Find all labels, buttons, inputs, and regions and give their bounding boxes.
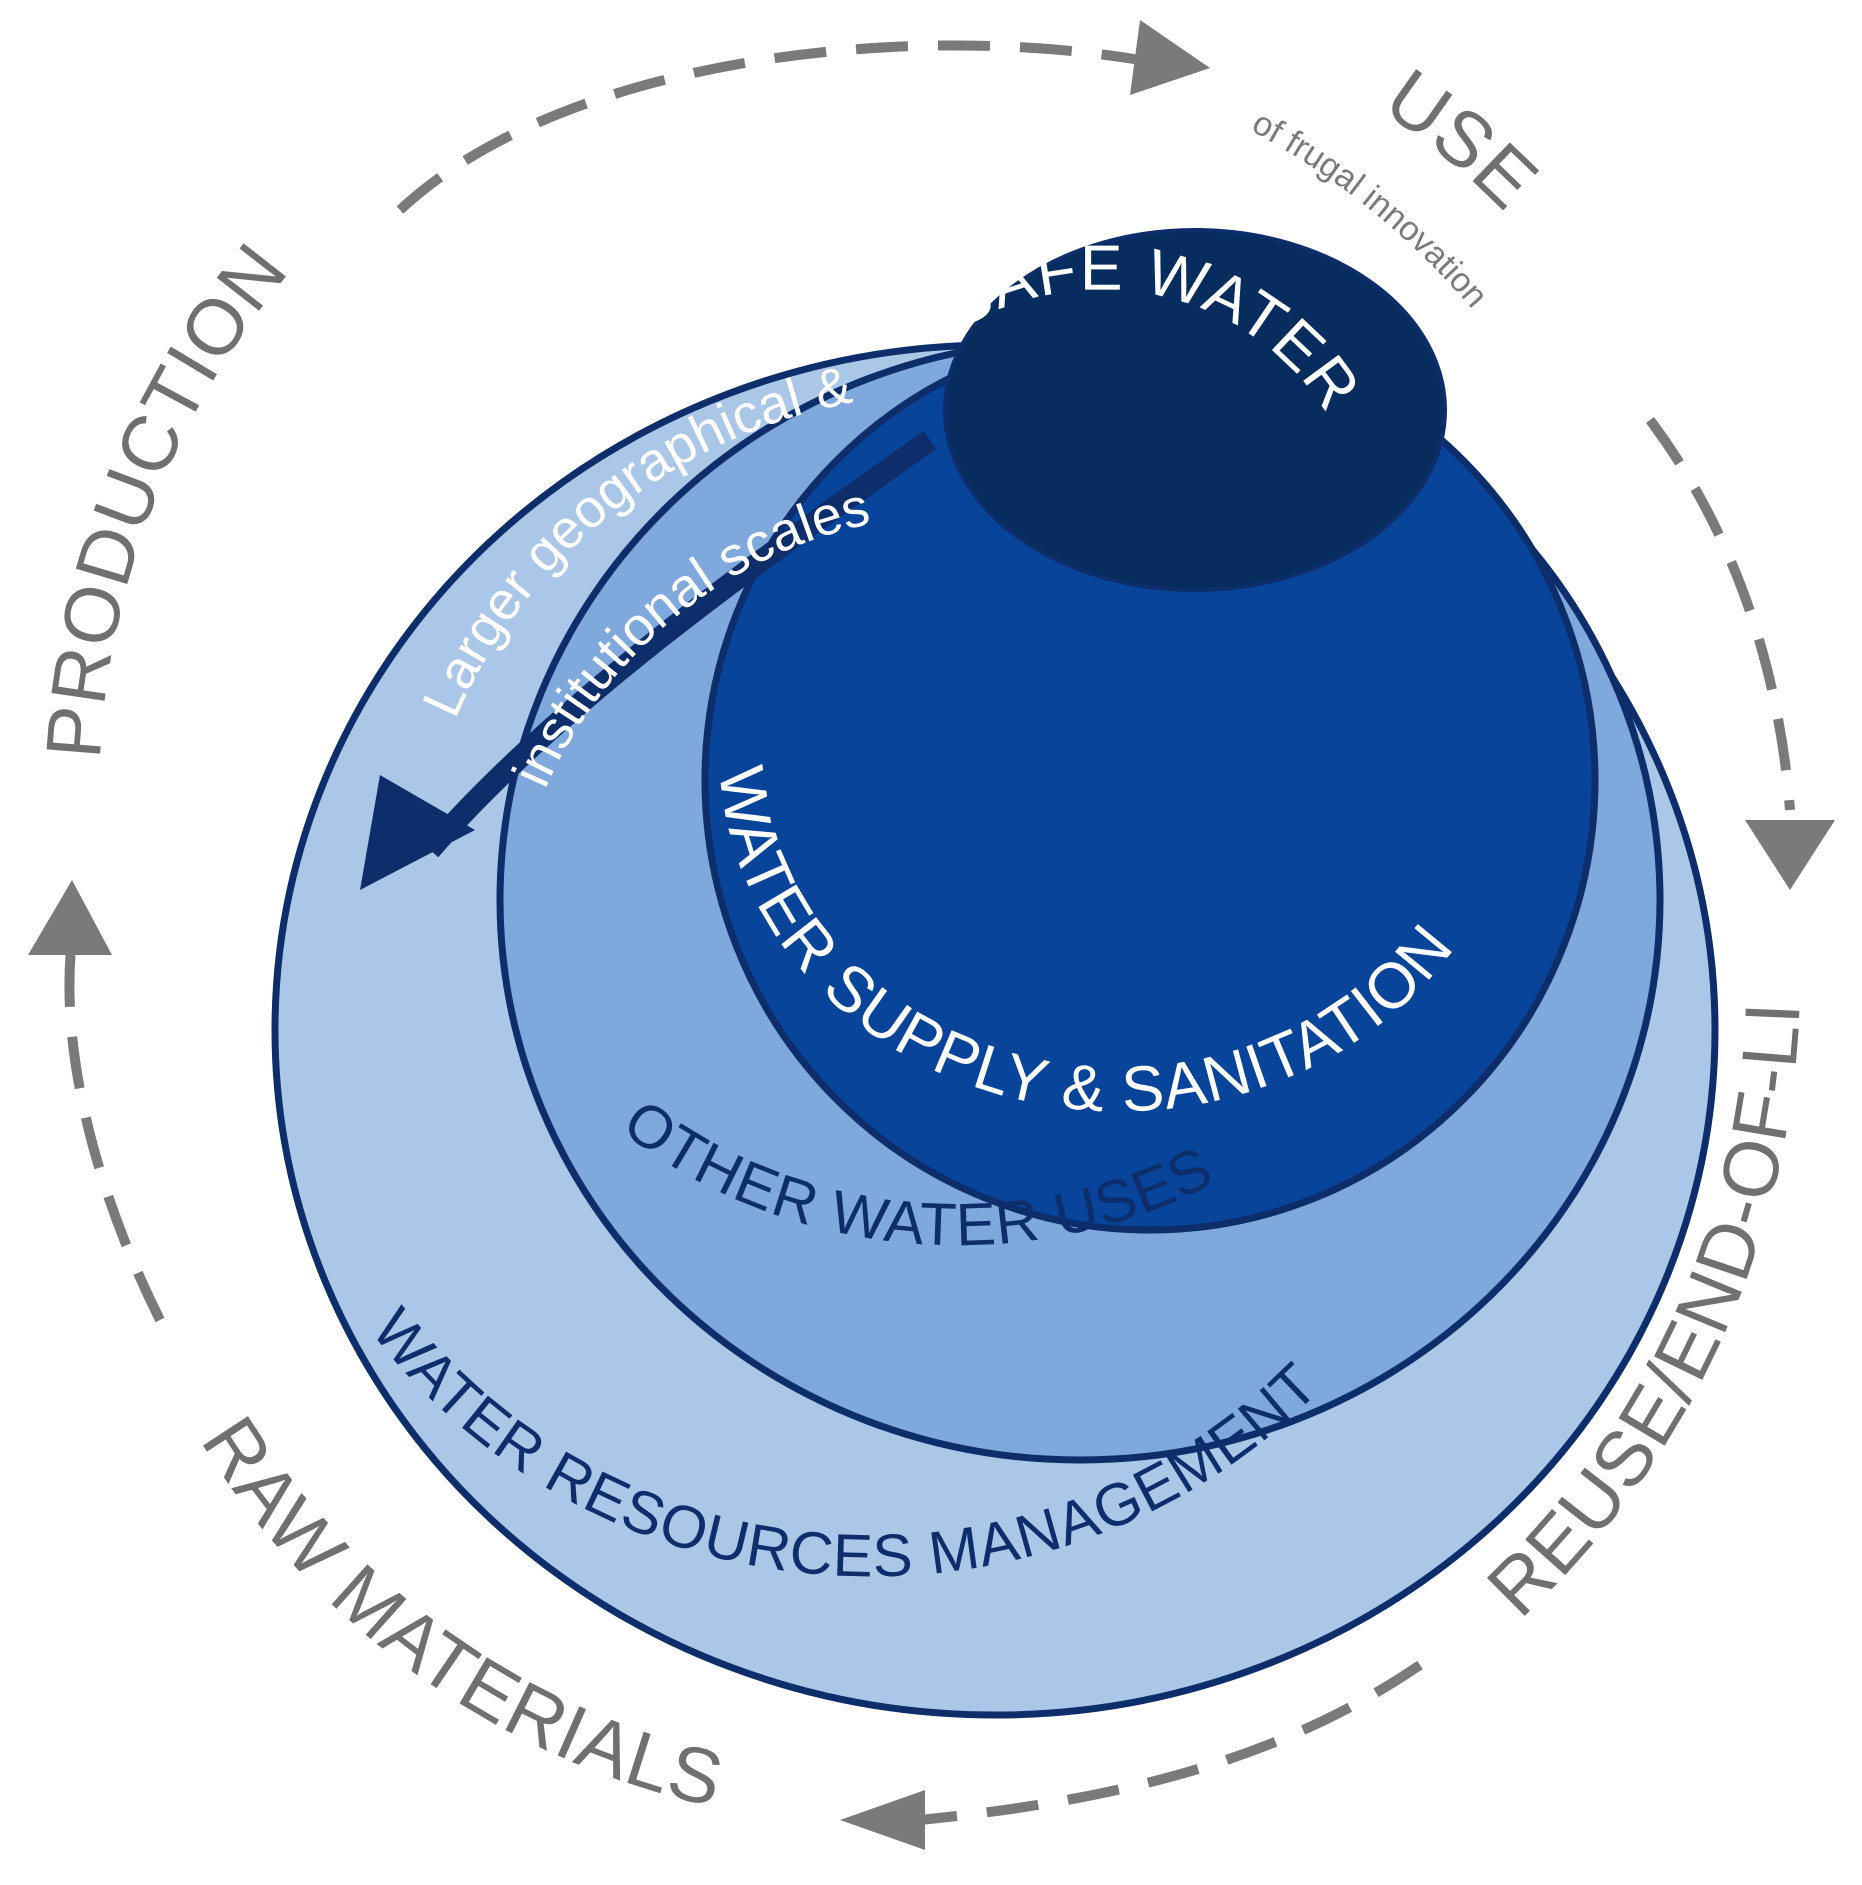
arrow-head-bottom	[840, 1790, 925, 1850]
arrow-head-left	[28, 880, 112, 955]
dash-bottom	[919, 1660, 1423, 1825]
scale-arrow-head	[360, 775, 475, 890]
scale-arrow-shaft	[421, 431, 937, 858]
label-production: PRODUCTION	[29, 227, 304, 762]
dash-top	[396, 40, 1141, 214]
safe-water-circle	[943, 228, 1447, 592]
arrow-head-top	[1130, 20, 1210, 95]
scale-arrow	[360, 431, 937, 890]
dash-right	[1645, 417, 1795, 811]
dash-left	[64, 939, 165, 1323]
arrow-head-right	[1745, 820, 1835, 890]
lifecycle-ring	[28, 20, 1835, 1850]
